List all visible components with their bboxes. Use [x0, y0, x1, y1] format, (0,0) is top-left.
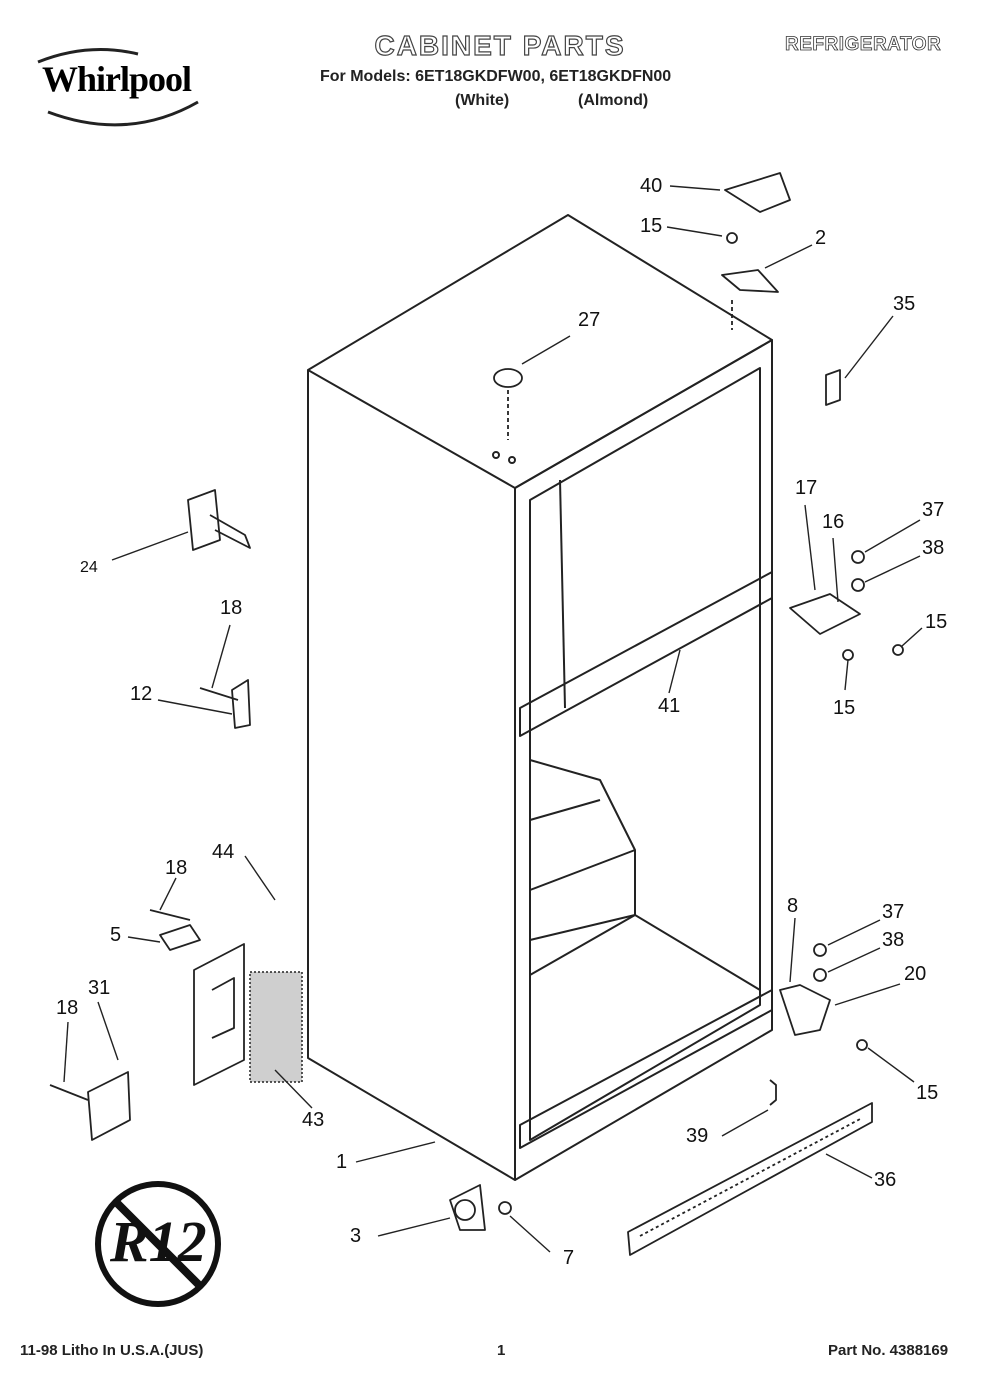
callout-40: 40	[640, 175, 663, 197]
part-12	[231, 679, 251, 729]
cabinet-front-frame	[514, 339, 773, 1181]
r12-badge-icon	[95, 1181, 221, 1307]
divider-mullion	[519, 571, 773, 737]
callout-38: 38	[882, 929, 905, 951]
model-numbers: For Models: 6ET18GKDFW00, 6ET18GKDFN00	[320, 68, 672, 85]
callout-1: 1	[336, 1151, 348, 1173]
brand-logo: Whirlpool	[42, 59, 192, 99]
callout-2: 2	[815, 227, 827, 249]
top-plug	[493, 368, 523, 388]
callout-12: 12	[130, 683, 153, 705]
callout-36: 36	[874, 1169, 897, 1191]
part-24	[187, 489, 221, 551]
callout-37: 37	[922, 499, 945, 521]
stop-35	[825, 369, 841, 406]
callout-15: 15	[925, 611, 948, 633]
callout-20: 20	[904, 963, 927, 985]
callout-5: 5	[110, 924, 122, 946]
callout-24: 24	[80, 559, 98, 576]
footer-part-number: Part No. 4388169	[828, 1342, 949, 1359]
clip-39	[769, 1079, 777, 1106]
callout-18: 18	[165, 857, 188, 879]
part-5	[159, 924, 201, 951]
cabinet-side	[307, 370, 516, 1181]
callout-31: 31	[88, 977, 111, 999]
callout-18: 18	[220, 597, 243, 619]
product-category: REFRIGERATOR	[785, 34, 942, 56]
callout-16: 16	[822, 511, 845, 533]
top-hinge	[721, 269, 779, 293]
roller-3	[449, 1184, 486, 1231]
callout-39: 39	[686, 1125, 709, 1147]
callout-15: 15	[916, 1082, 939, 1104]
bottom-hinge	[779, 984, 831, 1036]
brand-swoosh-icon	[37, 48, 199, 127]
callout-15: 15	[833, 697, 856, 719]
callout-17: 17	[795, 477, 818, 499]
callout-38: 38	[922, 537, 945, 559]
callout-18: 18	[56, 997, 79, 1019]
cabinet-top	[307, 214, 773, 489]
model-color-almond: (Almond)	[578, 92, 649, 109]
callout-43: 43	[302, 1109, 325, 1131]
footer-page-number: 1	[497, 1342, 506, 1359]
callout-41: 41	[658, 695, 681, 717]
footer-litho: 11-98 Litho In U.S.A.(JUS)	[20, 1342, 204, 1359]
callout-15: 15	[640, 215, 663, 237]
hinge-cover	[724, 172, 791, 213]
cover-31	[87, 1071, 131, 1141]
r12-badge-label: R12	[110, 1209, 207, 1274]
bracket-44	[193, 943, 245, 1086]
callout-35: 35	[893, 293, 916, 315]
callout-27: 27	[578, 309, 601, 331]
center-hinge	[789, 593, 861, 635]
model-color-white: (White)	[455, 92, 510, 109]
callout-37: 37	[882, 901, 905, 923]
callout-3: 3	[350, 1225, 362, 1247]
insulation-panel	[249, 971, 303, 1083]
page-title: CABINET PARTS	[374, 29, 626, 61]
toe-grille	[627, 1102, 873, 1256]
callout-44: 44	[212, 841, 235, 863]
callout-8: 8	[787, 895, 799, 917]
callout-7: 7	[563, 1247, 575, 1269]
